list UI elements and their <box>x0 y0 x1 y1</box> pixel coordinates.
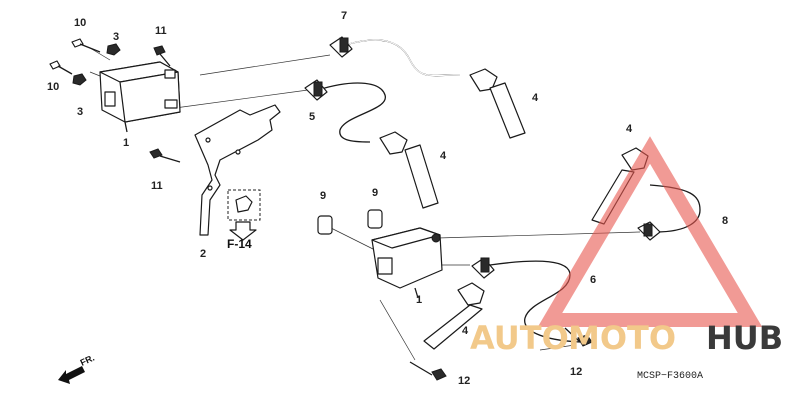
drawing-code: MCSP−F3600A <box>637 371 703 382</box>
wire-7 <box>329 36 461 77</box>
callout-labels: 10 3 11 7 10 3 1 5 4 4 11 2 9 9 4 8 6 1 … <box>47 10 728 387</box>
label-11b: 11 <box>151 180 163 192</box>
bracket-2 <box>194 104 281 236</box>
label-6: 6 <box>590 274 596 286</box>
label-4b: 4 <box>440 150 447 162</box>
collar-9b <box>367 209 383 229</box>
watermark-hub-text: HUB <box>706 319 783 357</box>
label-7: 7 <box>341 10 347 22</box>
reference-label: F-14 <box>227 237 252 251</box>
label-12a: 12 <box>458 375 470 387</box>
label-8: 8 <box>722 215 728 227</box>
label-1b: 1 <box>416 294 422 306</box>
watermark: AUTO MOTO HUB <box>470 136 783 357</box>
bolt-10b <box>49 60 73 75</box>
label-4d: 4 <box>462 325 469 337</box>
label-3b: 3 <box>77 106 83 118</box>
right-ignition-coil <box>371 227 443 299</box>
label-9a: 9 <box>320 190 326 202</box>
front-marker-label: FR. <box>79 353 96 368</box>
left-ignition-coil <box>99 61 181 133</box>
nut-3b <box>72 73 87 86</box>
nut-3a <box>106 43 121 56</box>
bolt-11b <box>149 148 181 163</box>
bolt-10a <box>71 38 101 53</box>
bolt-12a <box>409 361 447 381</box>
watermark-auto-text: AUTO <box>470 319 569 357</box>
label-11a: 11 <box>155 25 167 37</box>
label-2: 2 <box>200 248 206 260</box>
label-9b: 9 <box>372 187 378 199</box>
f14-reference <box>227 189 261 241</box>
watermark-moto-text: MOTO <box>568 319 676 357</box>
spark-boot-4b <box>379 131 439 209</box>
wire-6 <box>471 257 581 343</box>
label-1a: 1 <box>123 137 129 149</box>
label-3a: 3 <box>113 31 119 43</box>
label-5: 5 <box>309 111 315 123</box>
spark-boot-4d <box>423 282 485 350</box>
watermark-triangle <box>537 136 763 327</box>
bolt-11a <box>153 45 171 67</box>
wire-5 <box>304 79 386 143</box>
label-12b: 12 <box>570 366 582 378</box>
label-4a: 4 <box>532 92 539 104</box>
label-10a: 10 <box>74 17 86 29</box>
front-direction-arrow: FR. <box>58 353 96 384</box>
bolt-12b <box>564 327 593 347</box>
label-4c: 4 <box>626 123 633 135</box>
collar-9a <box>317 215 333 235</box>
spark-boot-4a <box>469 68 526 139</box>
label-10b: 10 <box>47 81 59 93</box>
